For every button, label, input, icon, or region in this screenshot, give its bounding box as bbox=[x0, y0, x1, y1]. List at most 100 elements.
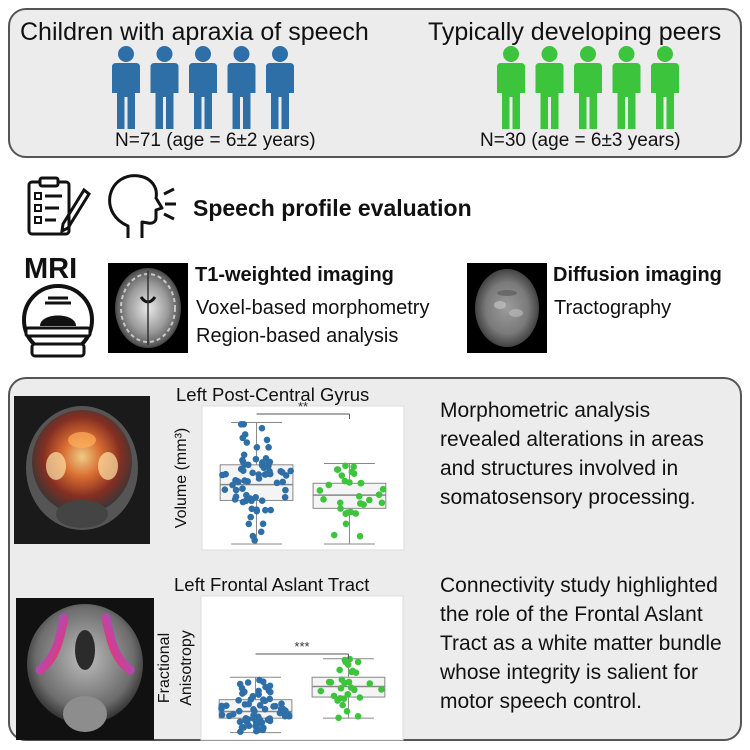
data-point bbox=[249, 715, 257, 722]
data-point bbox=[235, 696, 242, 704]
data-point bbox=[221, 486, 229, 493]
data-point bbox=[249, 532, 257, 540]
data-point bbox=[279, 478, 287, 486]
data-point bbox=[356, 532, 364, 540]
significance-label: ** bbox=[298, 402, 308, 414]
person-icon bbox=[227, 46, 256, 129]
person-icon bbox=[266, 46, 294, 129]
data-point bbox=[337, 505, 344, 512]
data-point bbox=[240, 451, 248, 459]
t1-imaging-title: T1-weighted imaging bbox=[195, 264, 394, 286]
data-point bbox=[229, 481, 236, 489]
data-point bbox=[354, 658, 362, 666]
data-point bbox=[235, 707, 243, 715]
data-point bbox=[222, 470, 229, 478]
data-point bbox=[320, 496, 327, 503]
data-point bbox=[251, 707, 258, 715]
box-series bbox=[218, 676, 293, 735]
data-point bbox=[258, 497, 266, 504]
data-point bbox=[258, 424, 266, 432]
typical-group-count: N=30 (age = 6±3 years) bbox=[480, 130, 681, 151]
data-point bbox=[265, 444, 272, 451]
data-point bbox=[337, 684, 345, 692]
data-point bbox=[241, 701, 249, 708]
data-point bbox=[261, 471, 269, 478]
person-icon bbox=[497, 46, 525, 129]
data-point bbox=[282, 707, 289, 715]
morphometry-description: Morphometric analysis revealed alteratio… bbox=[440, 399, 704, 509]
data-point bbox=[273, 479, 281, 487]
data-point bbox=[334, 466, 342, 473]
data-point bbox=[253, 506, 260, 513]
data-point bbox=[336, 666, 343, 674]
data-point bbox=[255, 475, 263, 482]
data-point bbox=[236, 680, 244, 688]
data-point bbox=[243, 439, 251, 446]
data-point bbox=[378, 499, 386, 507]
data-point bbox=[354, 712, 362, 720]
data-point bbox=[252, 455, 260, 463]
data-point bbox=[247, 696, 255, 703]
significance-label: *** bbox=[294, 639, 309, 654]
y-axis-label: Fractional bbox=[156, 633, 173, 703]
data-point bbox=[233, 477, 241, 485]
data-point bbox=[281, 493, 289, 501]
data-point bbox=[244, 679, 252, 686]
data-point bbox=[241, 688, 248, 696]
data-point bbox=[336, 499, 344, 507]
data-point bbox=[237, 421, 245, 428]
connectivity-description: Connectivity study highlighted the role … bbox=[440, 574, 722, 713]
data-point bbox=[266, 458, 274, 466]
data-point bbox=[342, 462, 349, 470]
data-point bbox=[357, 479, 365, 487]
data-point bbox=[340, 695, 348, 703]
data-point bbox=[360, 501, 367, 508]
data-point bbox=[343, 708, 351, 715]
data-point bbox=[365, 496, 373, 504]
data-point bbox=[261, 705, 269, 713]
data-point bbox=[256, 676, 263, 684]
data-point bbox=[325, 678, 333, 686]
typical-people-icon bbox=[497, 46, 679, 129]
chart-left-post-central-gyrus: Volume (mm³)** bbox=[173, 402, 405, 551]
box-series bbox=[312, 462, 387, 545]
data-point bbox=[317, 687, 325, 695]
data-point bbox=[218, 702, 226, 710]
data-point bbox=[253, 443, 261, 451]
diffusion-method-tractography: Tractography bbox=[554, 297, 672, 319]
mri-scanner-icon bbox=[22, 284, 94, 358]
data-point bbox=[338, 676, 346, 684]
data-point bbox=[330, 531, 338, 539]
y-axis-label: Anisotropy bbox=[178, 630, 195, 706]
data-point bbox=[232, 486, 240, 494]
data-point bbox=[325, 481, 333, 489]
data-point bbox=[379, 485, 387, 493]
t1-brain-image bbox=[108, 263, 188, 353]
data-point bbox=[330, 692, 338, 700]
data-point bbox=[237, 728, 244, 735]
person-icon bbox=[150, 46, 179, 129]
data-point bbox=[375, 491, 383, 498]
data-point bbox=[245, 520, 253, 528]
data-point bbox=[378, 686, 385, 693]
data-point bbox=[266, 688, 274, 696]
data-point bbox=[352, 669, 360, 677]
data-point bbox=[248, 497, 255, 505]
mri-label: MRI bbox=[24, 253, 78, 285]
data-point bbox=[263, 436, 271, 444]
data-point bbox=[282, 472, 290, 479]
data-point bbox=[266, 715, 274, 722]
data-point bbox=[262, 506, 269, 514]
t1-method-vbm: Voxel-based morphometry bbox=[196, 297, 430, 319]
data-point bbox=[338, 472, 346, 479]
person-icon bbox=[651, 46, 679, 129]
data-point bbox=[278, 700, 285, 707]
data-point bbox=[243, 718, 251, 726]
data-point bbox=[244, 478, 251, 485]
data-point bbox=[262, 683, 269, 691]
t1-method-region: Region-based analysis bbox=[196, 325, 399, 347]
person-icon bbox=[189, 46, 217, 129]
data-point bbox=[261, 697, 269, 705]
data-point bbox=[267, 506, 274, 514]
data-point bbox=[344, 661, 352, 668]
